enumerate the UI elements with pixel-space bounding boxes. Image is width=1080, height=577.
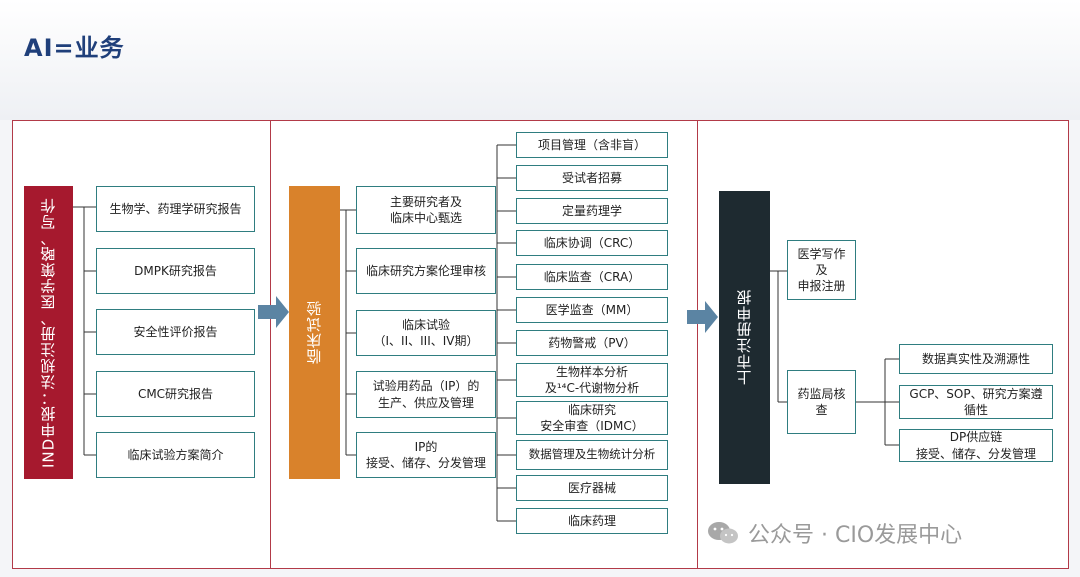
col2-sub-item: 临床协调（CRC） <box>516 230 668 256</box>
clinical-trial-bar: 临床试验 <box>289 186 340 479</box>
col2-sub-item: 临床药理 <box>516 508 668 534</box>
col2-sub-item: 药物警戒（PV） <box>516 330 668 356</box>
col2-sub-item: 医学监查（MM） <box>516 297 668 323</box>
col3-sub-item: DP供应链 接受、储存、分发管理 <box>899 429 1053 462</box>
col2-sub-item: 临床监查（CRA） <box>516 264 668 290</box>
col1-item: 安全性评价报告 <box>96 309 255 355</box>
col3-sub-item: GCP、SOP、研究方案遵循性 <box>899 385 1053 419</box>
col2-sub-item: 生物样本分析 及¹⁴C-代谢物分析 <box>516 363 668 397</box>
col2-sub-item: 受试者招募 <box>516 165 668 191</box>
watermark-text: 公众号 · CIO发展中心 <box>748 523 963 548</box>
col2-sub-item: 定量药理学 <box>516 198 668 224</box>
col2-item: 主要研究者及 临床中心甄选 <box>356 186 496 234</box>
col2-sub-item: 数据管理及生物统计分析 <box>516 440 668 470</box>
page-title: AI=业务 <box>24 34 125 62</box>
ind-filing-label: IND申报：法规注册、医学策略、写作 <box>39 197 58 468</box>
market-filing-label: 上市注册申报 <box>735 289 754 386</box>
column-divider-1 <box>270 120 271 569</box>
col1-item: CMC研究报告 <box>96 371 255 417</box>
col3-sub-item: 数据真实性及溯源性 <box>899 344 1053 374</box>
column-divider-2 <box>697 120 698 569</box>
col1-item: 生物学、药理学研究报告 <box>96 186 255 232</box>
col3-item: 医学写作及 申报注册 <box>787 240 856 300</box>
ind-filing-bar: IND申报：法规注册、医学策略、写作 <box>24 186 73 479</box>
col2-sub-item: 临床研究 安全审查（IDMC） <box>516 401 668 435</box>
clinical-trial-label: 临床试验 <box>305 300 324 365</box>
col2-sub-item: 医疗器械 <box>516 475 668 501</box>
col2-item: 临床试验 （I、II、III、IV期） <box>356 310 496 356</box>
col1-item: 临床试验方案简介 <box>96 432 255 478</box>
col2-item: 临床研究方案伦理审核 <box>356 248 496 294</box>
market-filing-bar: 上市注册申报 <box>719 191 770 484</box>
col2-sub-item: 项目管理（含非盲） <box>516 132 668 158</box>
col2-item: 试验用药品（IP）的 生产、供应及管理 <box>356 371 496 418</box>
header-background <box>0 0 1080 120</box>
col2-item: IP的 接受、储存、分发管理 <box>356 432 496 478</box>
col1-item: DMPK研究报告 <box>96 248 255 294</box>
col3-item: 药监局核查 <box>787 370 856 434</box>
wechat-icon <box>708 522 738 544</box>
watermark: 公众号 · CIO发展中心 <box>706 518 962 548</box>
